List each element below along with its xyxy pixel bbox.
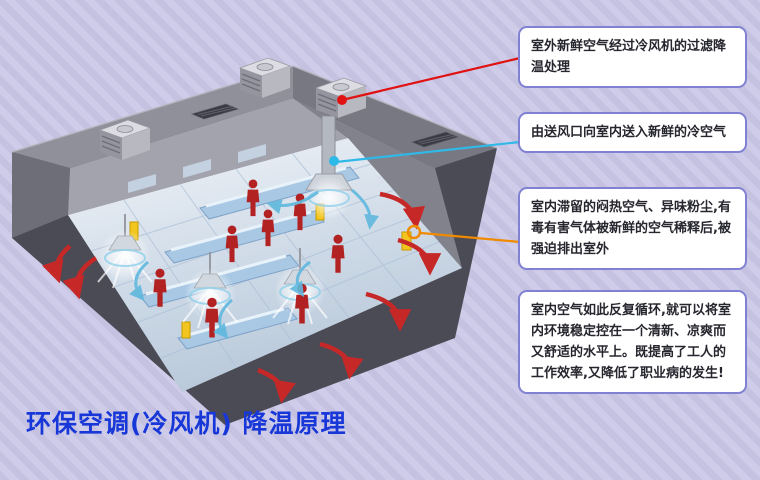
ceiling-diffusers — [97, 214, 328, 329]
diffuser-icon — [97, 214, 153, 289]
window — [128, 174, 156, 193]
callout-circulation-benefits: 室内空气如此反复循环,就可以将室内环境稳定控在一个清新、凉爽而又舒适的水平上。既… — [518, 290, 747, 395]
window — [238, 144, 266, 163]
exhaust-airflow-arrows — [41, 191, 442, 404]
callout-exhaust-stale-air: 室内滞留的闷热空气、异味粉尘,有毒有害气体被新鲜的空气稀释后,被强迫排出室外 — [518, 187, 747, 271]
leader-dot-1 — [337, 95, 347, 105]
diffuser-icon — [182, 252, 238, 329]
leader-line-1 — [341, 56, 521, 102]
supply-airflow-arrows — [129, 188, 380, 339]
roof-band-left — [12, 66, 293, 168]
leader-lines — [329, 56, 521, 244]
window — [183, 159, 211, 178]
leader-line-3 — [420, 231, 521, 244]
callout-supply-cold-air: 由送风口向室内送入新鲜的冷空气 — [518, 112, 747, 154]
callout-filtered-fresh-air: 室外新鲜空气经过冷风机的过滤降温处理 — [518, 26, 747, 89]
left-wall — [12, 152, 70, 238]
page-title: 环保空调(冷风机) 降温原理 — [26, 409, 347, 438]
leader-dot-2 — [329, 156, 339, 166]
leader-line-2 — [335, 140, 521, 164]
back-right-inner-wall — [293, 98, 462, 268]
leader-ring-3 — [406, 224, 422, 240]
